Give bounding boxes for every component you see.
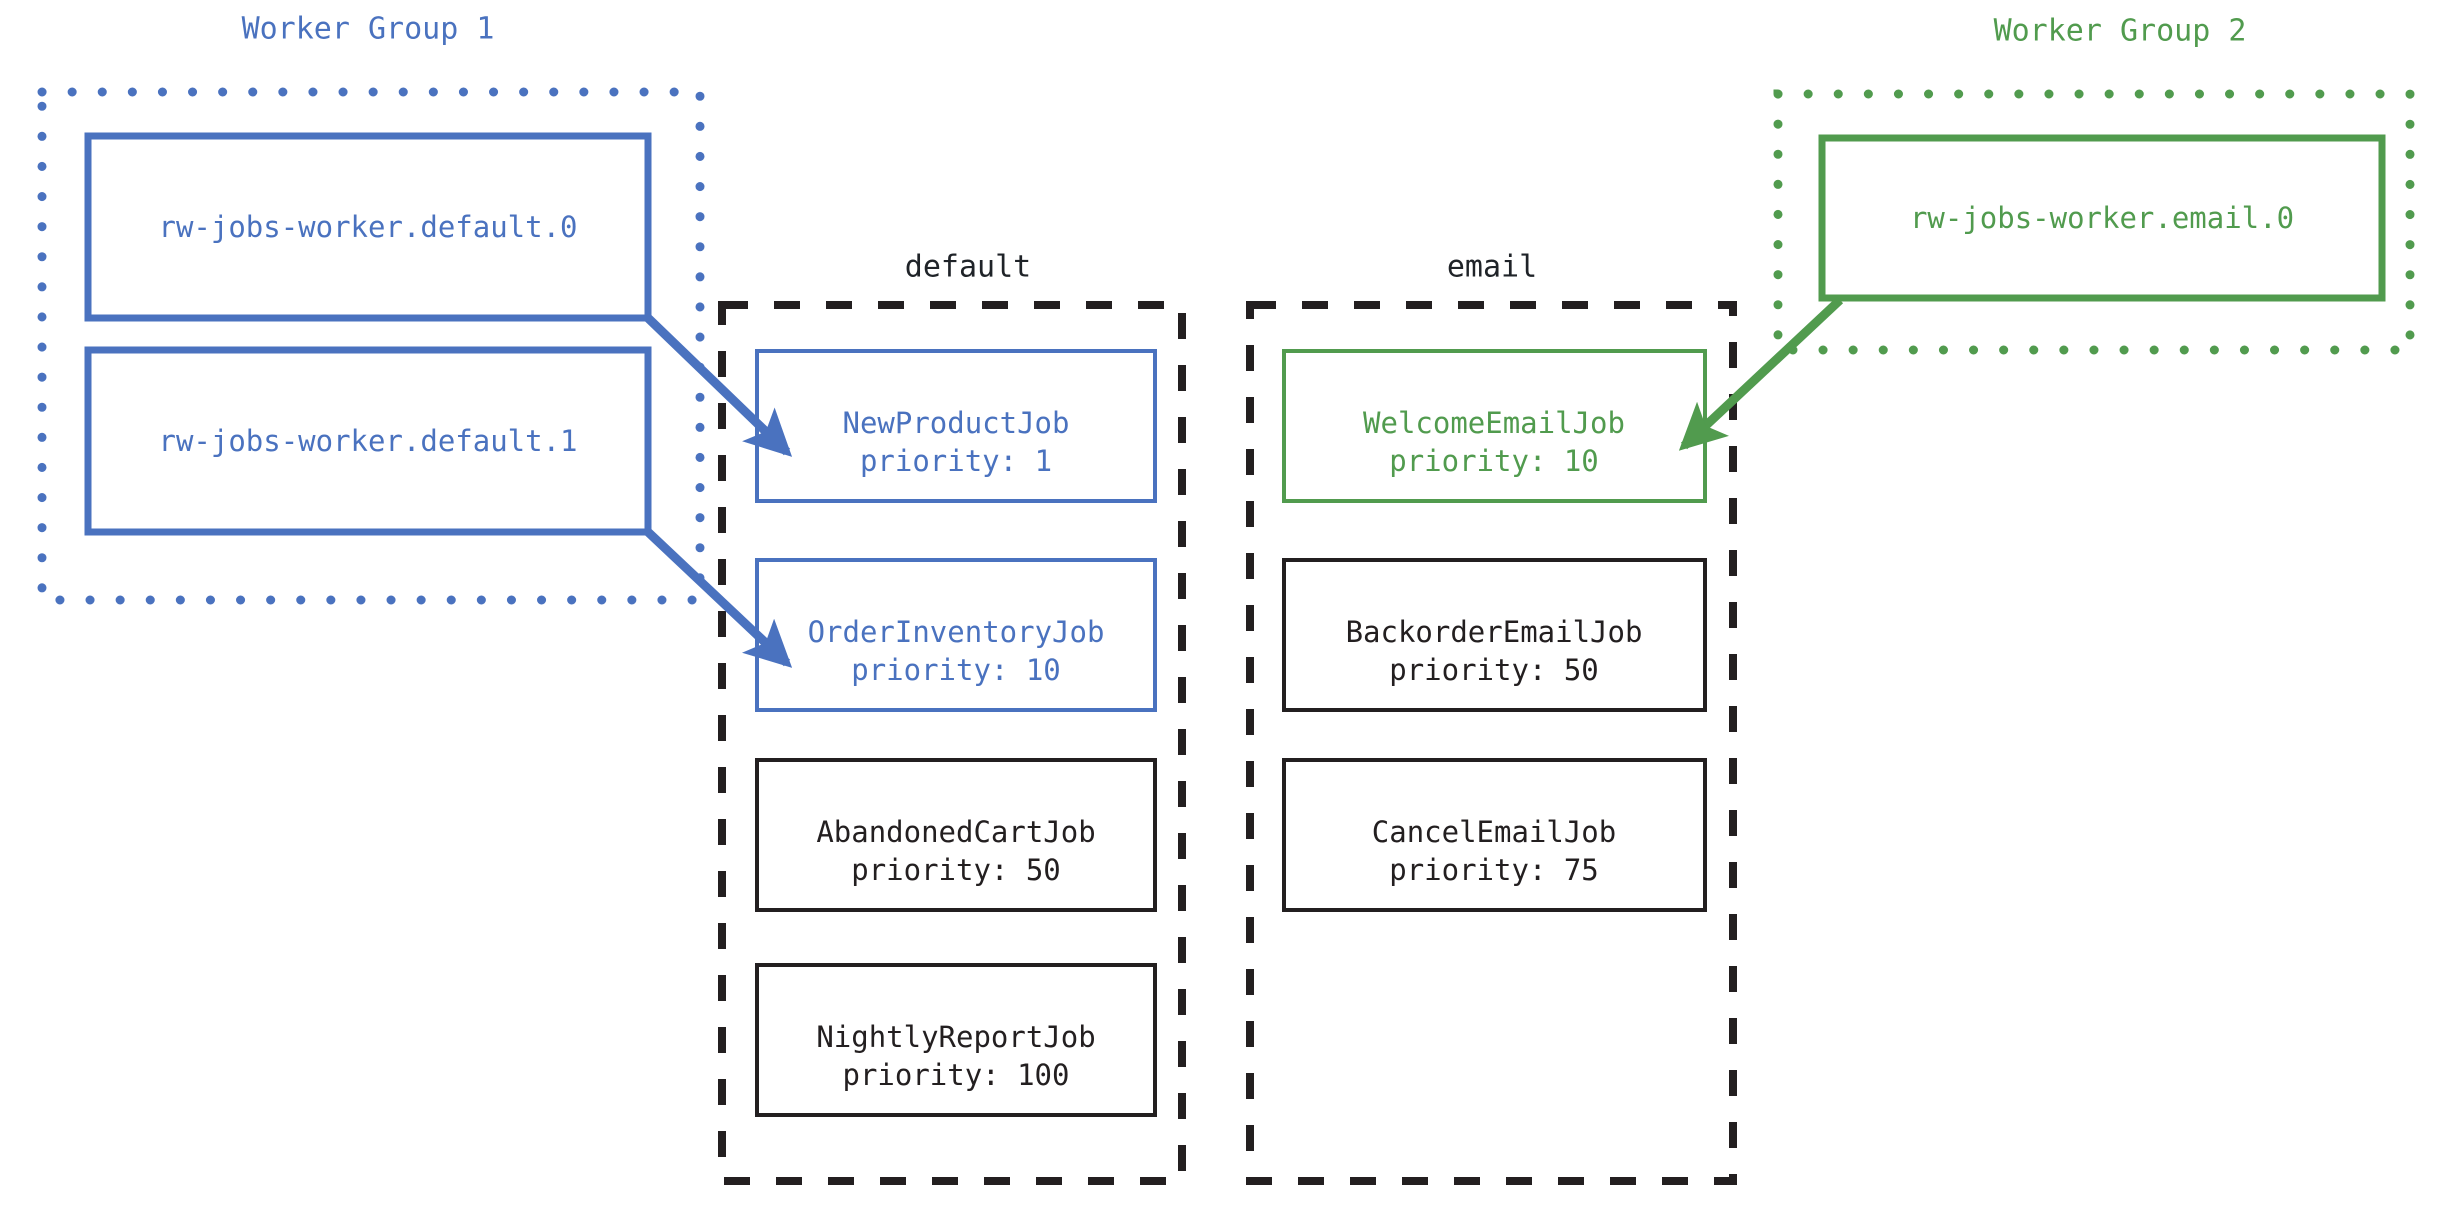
- worker-box-default-0-rect: [84, 132, 652, 322]
- worker-group-1-title: Worker Group 1: [242, 12, 495, 47]
- worker-box-email-0[interactable]: rw-jobs-worker.email.0: [1818, 134, 2386, 302]
- job-card-order-inventory-priority: priority: 10: [851, 653, 1061, 687]
- job-card-cancel-email-rect: [1282, 758, 1707, 912]
- job-card-welcome-email-name: WelcomeEmailJob: [1363, 406, 1625, 440]
- job-card-nightly-report-rect: [755, 963, 1157, 1117]
- job-card-new-product-name: NewProductJob: [843, 406, 1070, 440]
- worker-group-2-title: Worker Group 2: [1994, 14, 2247, 49]
- job-card-order-inventory-name: OrderInventoryJob: [808, 615, 1105, 649]
- job-card-new-product[interactable]: NewProductJob priority: 1: [755, 349, 1157, 503]
- worker-box-default-1[interactable]: rw-jobs-worker.default.1: [84, 346, 652, 536]
- job-card-backorder-email-rect: [1282, 558, 1707, 712]
- connector-arrows: [644, 296, 1844, 668]
- job-card-backorder-email-name: BackorderEmailJob: [1346, 615, 1643, 649]
- job-card-abandoned-cart-priority: priority: 50: [851, 853, 1061, 887]
- job-card-abandoned-cart[interactable]: AbandonedCartJob priority: 50: [755, 758, 1157, 912]
- worker-group-2-container: [1773, 89, 2415, 355]
- worker-group-1-container: [37, 87, 705, 605]
- job-card-cancel-email-name: CancelEmailJob: [1372, 815, 1616, 849]
- queue-default-container: [718, 301, 1186, 1185]
- job-card-welcome-email-priority: priority: 10: [1389, 444, 1599, 478]
- worker-box-default-1-rect: [84, 346, 652, 536]
- queue-default[interactable]: default NewProductJob priority: 1 OrderI…: [718, 250, 1186, 1185]
- job-card-abandoned-cart-name: AbandonedCartJob: [816, 815, 1095, 849]
- job-card-welcome-email[interactable]: WelcomeEmailJob priority: 10: [1282, 349, 1707, 503]
- worker-group-1[interactable]: Worker Group 1 rw-jobs-worker.default.0 …: [37, 12, 705, 605]
- job-card-nightly-report-name: NightlyReportJob: [816, 1020, 1095, 1054]
- job-card-backorder-email[interactable]: BackorderEmailJob priority: 50: [1282, 558, 1707, 712]
- job-card-abandoned-cart-rect: [755, 758, 1157, 912]
- worker-box-default-0-label: rw-jobs-worker.default.0: [158, 210, 577, 244]
- job-card-order-inventory-rect: [755, 558, 1157, 712]
- worker-group-2[interactable]: Worker Group 2 rw-jobs-worker.email.0: [1773, 14, 2415, 355]
- worker-box-default-0[interactable]: rw-jobs-worker.default.0: [84, 132, 652, 322]
- queue-email[interactable]: email WelcomeEmailJob priority: 10 Backo…: [1246, 250, 1737, 1185]
- job-card-order-inventory[interactable]: OrderInventoryJob priority: 10: [755, 558, 1157, 712]
- job-card-nightly-report-priority: priority: 100: [843, 1058, 1070, 1092]
- job-card-new-product-priority: priority: 1: [860, 444, 1052, 478]
- job-card-cancel-email-priority: priority: 75: [1389, 853, 1599, 887]
- worker-box-email-0-label: rw-jobs-worker.email.0: [1910, 201, 2294, 235]
- queue-default-title: default: [905, 250, 1031, 285]
- queue-email-title: email: [1447, 250, 1537, 285]
- job-card-nightly-report[interactable]: NightlyReportJob priority: 100: [755, 963, 1157, 1117]
- arrow-default0-to-newproduct-icon: [644, 314, 793, 457]
- job-card-cancel-email[interactable]: CancelEmailJob priority: 75: [1282, 758, 1707, 912]
- job-card-backorder-email-priority: priority: 50: [1389, 653, 1599, 687]
- worker-box-default-1-label: rw-jobs-worker.default.1: [158, 424, 577, 458]
- job-card-welcome-email-rect: [1282, 349, 1707, 503]
- worker-box-email-0-rect: [1818, 134, 2386, 302]
- arrow-default1-to-orderinventory-icon: [644, 528, 793, 668]
- arrow-email0-to-welcomeemail-icon: [1678, 296, 1844, 451]
